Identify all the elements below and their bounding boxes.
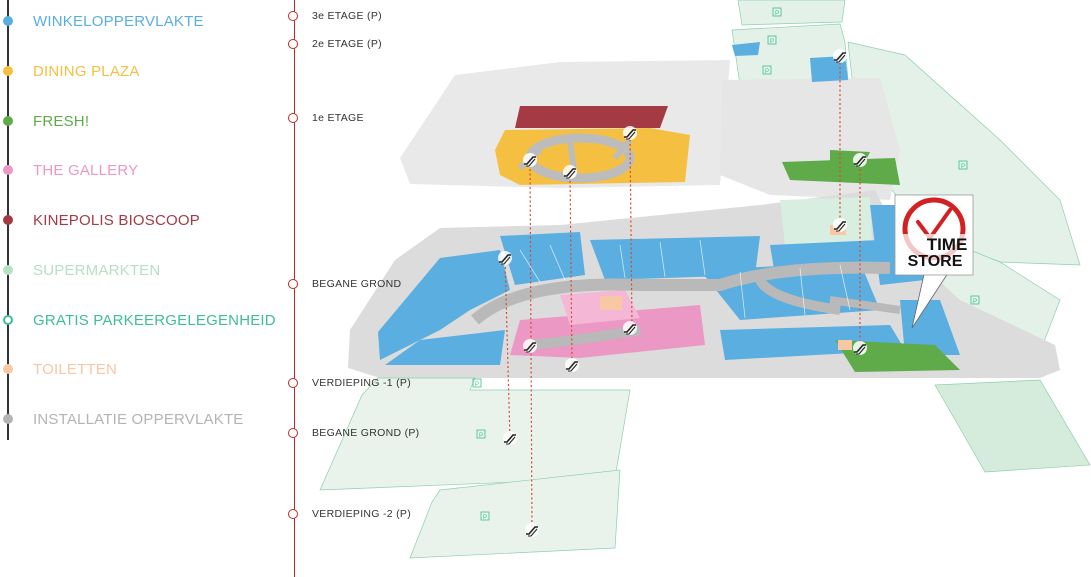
level-label: 1e ETAGE xyxy=(312,112,364,124)
svg-text:P: P xyxy=(479,433,483,439)
legend-item[interactable]: KINEPOLIS BIOSCOOP xyxy=(0,208,200,232)
level-item[interactable]: BEGANE GROND (P) xyxy=(288,426,419,440)
level-label: BEGANE GROND (P) xyxy=(312,427,420,439)
legend-label: SUPERMARKTEN xyxy=(33,261,161,279)
svg-text:P: P xyxy=(765,69,769,75)
legend-dot xyxy=(3,315,13,325)
level-item[interactable]: VERDIEPING -1 (P) xyxy=(288,376,411,390)
store-name-line2: STORE xyxy=(908,253,963,270)
escalator-icon xyxy=(622,125,638,141)
legend-item[interactable]: FRESH! xyxy=(0,109,89,133)
escalator-icon xyxy=(497,250,513,266)
level-label: VERDIEPING -2 (P) xyxy=(312,508,412,520)
legend-dot xyxy=(3,116,13,126)
svg-text:P: P xyxy=(961,164,965,170)
level-label: 3e ETAGE (P) xyxy=(312,10,382,22)
level-dot xyxy=(288,39,298,49)
legend-label: INSTALLATIE OPPERVLAKTE xyxy=(33,410,244,428)
escalator-icon xyxy=(522,152,538,168)
legend-item[interactable]: WINKELOPPERVLAKTE xyxy=(0,9,204,33)
level-1e-etage xyxy=(400,42,900,200)
legend-label: THE GALLERY xyxy=(33,161,139,179)
level-dot xyxy=(288,279,298,289)
legend-dot xyxy=(3,265,13,275)
parking-markers: P P P P P P P P xyxy=(472,7,980,521)
escalator-icon xyxy=(564,357,580,373)
level-item[interactable]: 3e ETAGE (P) xyxy=(288,9,382,23)
legend-label: TOILETTEN xyxy=(33,360,118,378)
level-dot xyxy=(288,378,298,388)
legend-label: WINKELOPPERVLAKTE xyxy=(33,12,204,30)
escalator-icon xyxy=(522,338,538,354)
svg-text:P: P xyxy=(775,11,779,17)
svg-text:P: P xyxy=(475,382,479,388)
legend-label: KINEPOLIS BIOSCOOP xyxy=(33,211,200,229)
level-item[interactable]: VERDIEPING -2 (P) xyxy=(288,507,411,521)
legend-item[interactable]: THE GALLERY xyxy=(0,158,138,182)
escalator-icon xyxy=(852,152,868,168)
legend-item[interactable]: SUPERMARKTEN xyxy=(0,258,160,282)
legend-item[interactable]: TOILETTEN xyxy=(0,357,117,381)
escalator-icon xyxy=(524,522,540,538)
level-label: VERDIEPING -1 (P) xyxy=(312,377,412,389)
level-dot xyxy=(288,509,298,519)
level-dot xyxy=(288,428,298,438)
escalator-icon xyxy=(852,340,868,356)
svg-text:P: P xyxy=(770,39,774,45)
legend-dot xyxy=(3,414,13,424)
legend-item[interactable]: DINING PLAZA xyxy=(0,59,140,83)
parking-lower-levels xyxy=(319,377,631,559)
level-item[interactable]: 2e ETAGE (P) xyxy=(288,37,382,51)
legend-dot xyxy=(3,16,13,26)
level-dot xyxy=(288,113,298,123)
svg-text:P: P xyxy=(483,515,487,521)
escalator-icon xyxy=(502,430,518,446)
legend-dot xyxy=(3,364,13,374)
svg-text:P: P xyxy=(973,299,977,305)
legend-label: DINING PLAZA xyxy=(33,62,140,80)
legend-label: FRESH! xyxy=(33,112,90,130)
level-selector: 3e ETAGE (P) 2e ETAGE (P) 1e ETAGE BEGANE G… xyxy=(285,0,425,577)
store-name-line1: TIME xyxy=(927,235,968,254)
level-item[interactable]: 1e ETAGE xyxy=(288,111,364,125)
legend-dot xyxy=(3,66,13,76)
legend-dot xyxy=(3,165,13,175)
level-label: 2e ETAGE (P) xyxy=(312,38,382,50)
escalator-icon xyxy=(562,164,578,180)
legend-dot xyxy=(3,215,13,225)
time-store-marker[interactable]: TIME STORE xyxy=(894,194,974,329)
level-label: BEGANE GROND xyxy=(312,278,402,290)
legend-item[interactable]: GRATIS PARKEERGELEGENHEID xyxy=(0,308,276,332)
level-item[interactable]: BEGANE GROND xyxy=(288,277,401,291)
legend: WINKELOPPERVLAKTE DINING PLAZA FRESH! THE G… xyxy=(0,0,290,577)
escalator-icon xyxy=(622,320,638,336)
legend-label: GRATIS PARKEERGELEGENHEID xyxy=(33,311,276,329)
escalator-icon xyxy=(832,48,848,64)
escalator-icon xyxy=(832,217,848,233)
level-dot xyxy=(288,11,298,21)
legend-item[interactable]: INSTALLATIE OPPERVLAKTE xyxy=(0,407,244,431)
